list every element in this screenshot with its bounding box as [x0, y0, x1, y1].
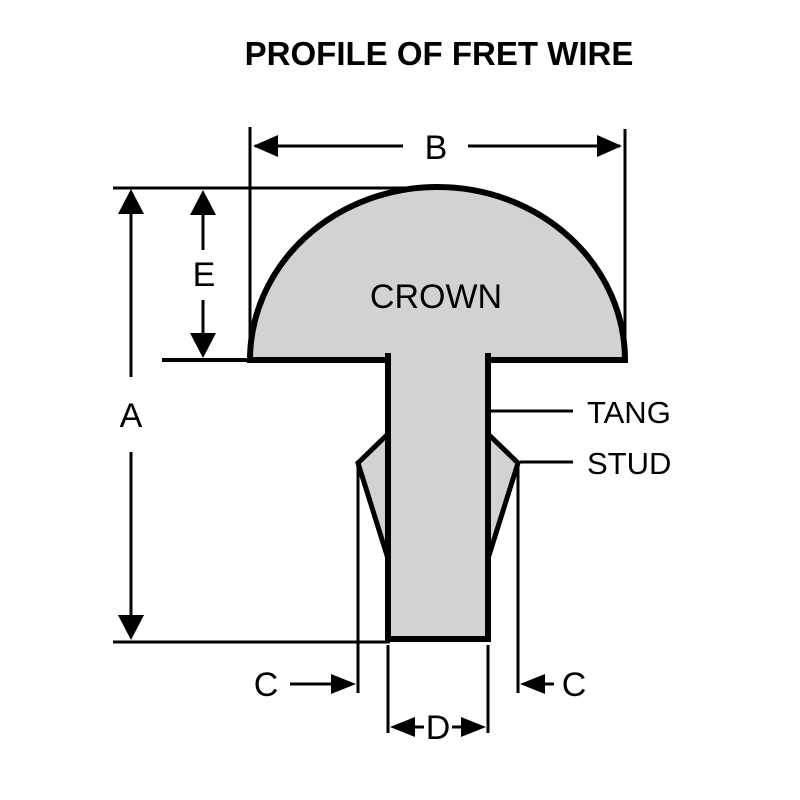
arrowhead-down-icon [118, 615, 144, 640]
stud-label: STUD [587, 446, 671, 481]
arrowhead-left-icon [390, 717, 415, 737]
dimension-a: A [118, 189, 144, 640]
arrowhead-right-icon [331, 674, 356, 694]
dimension-c-left: C [254, 666, 356, 704]
arrowhead-up-icon [190, 190, 216, 215]
fret-profile-shape [246, 184, 629, 642]
arrowhead-up-icon [118, 189, 144, 214]
arrowhead-left-icon [520, 674, 545, 694]
tang-callout: TANG [490, 395, 671, 430]
dimension-e: E [190, 190, 216, 358]
dimension-b: B [253, 129, 622, 167]
arrowhead-right-icon [597, 135, 622, 157]
page-title: PROFILE OF FRET WIRE [245, 35, 634, 72]
dim-a-label: A [120, 397, 143, 435]
arrowhead-down-icon [190, 333, 216, 358]
crown-label: CROWN [370, 278, 502, 316]
dimension-c-right: C [520, 666, 586, 704]
dim-e-label: E [193, 256, 216, 294]
dimension-d: D [390, 709, 486, 747]
arrowhead-right-icon [461, 717, 486, 737]
crown-shape [246, 184, 629, 363]
tang-label: TANG [587, 395, 671, 430]
stud-callout: STUD [520, 446, 671, 481]
arrowhead-left-icon [253, 135, 278, 157]
dim-c-right-label: C [562, 666, 587, 704]
dim-b-label: B [425, 129, 448, 167]
dim-d-label: D [426, 709, 451, 747]
tang-shape [385, 353, 491, 642]
dim-c-left-label: C [254, 666, 279, 704]
